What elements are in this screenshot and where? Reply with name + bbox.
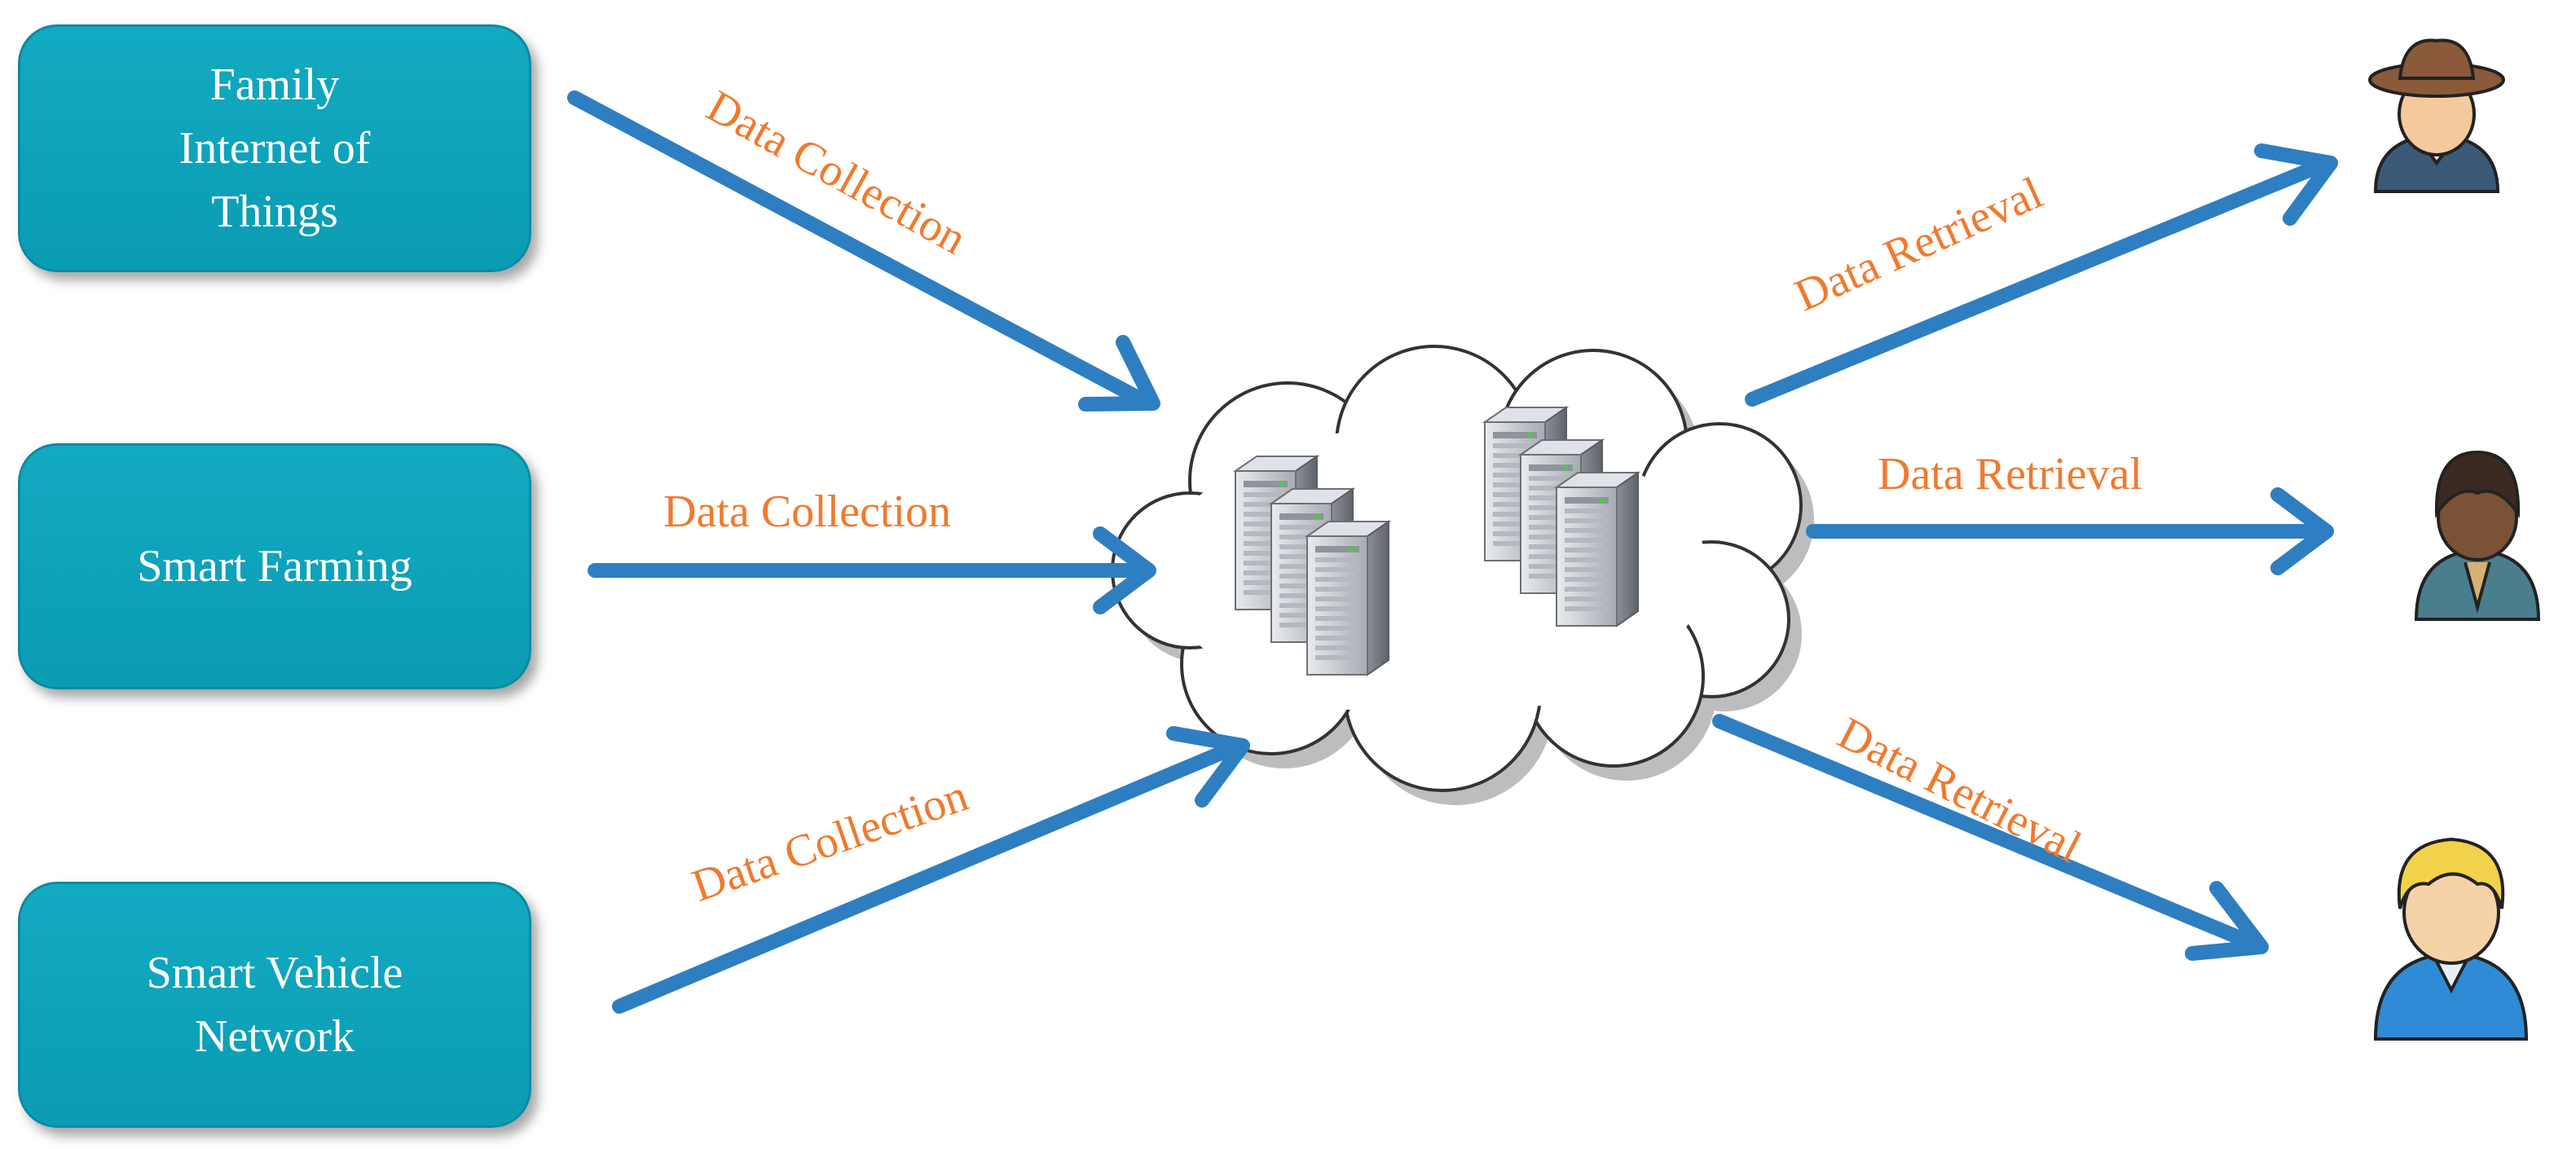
source-family-iot: Family Internet of Things	[18, 24, 531, 272]
arrow-collection-2	[588, 526, 1156, 614]
source-label-line: Things	[211, 187, 338, 237]
data-retrieval-label: Data Retrieval	[1878, 449, 2142, 500]
source-label-line: Smart Vehicle	[146, 948, 403, 998]
source-smart-vehicle-network: Smart Vehicle Network	[18, 882, 531, 1128]
user-cowboy-hat-icon	[2368, 38, 2505, 193]
arrow-retrieval-3	[1712, 714, 2269, 961]
data-collection-label: Data Collection	[663, 486, 952, 537]
arrow-retrieval-1	[1745, 143, 2338, 407]
arrow-retrieval-2	[1806, 487, 2334, 575]
source-label-line: Network	[195, 1011, 354, 1062]
source-label-line: Family	[209, 59, 340, 110]
user-blond-icon	[2373, 837, 2529, 1041]
user-dark-hair-icon	[2414, 450, 2541, 621]
source-label-line: Smart Farming	[137, 541, 412, 592]
source-label-line: Internet of	[178, 123, 371, 174]
source-smart-farming: Smart Farming	[18, 443, 531, 689]
arrow-collection-3	[612, 726, 1250, 1014]
arrow-collection-1	[567, 90, 1160, 412]
